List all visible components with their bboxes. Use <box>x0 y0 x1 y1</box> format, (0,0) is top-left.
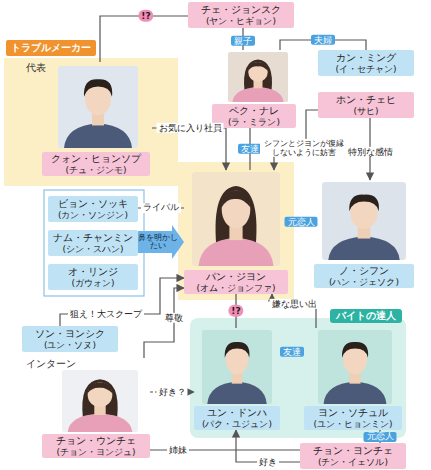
person-card: 代表クォン・ヒョンソプ(チュ・ジンモ) <box>22 62 152 176</box>
portrait <box>62 370 138 432</box>
portrait <box>228 52 288 102</box>
portrait <box>322 182 406 260</box>
actor-name: (カン・ソンジン) <box>51 210 135 220</box>
name-plate: チョン・ウンチェ(チョン・ヨンジュ) <box>42 434 150 458</box>
name-box: ナム・チャンミン(シン・スハン) <box>48 230 138 256</box>
connector <box>152 128 226 170</box>
teal-ground <box>190 318 406 438</box>
name-box: ビョン・ソッキ(カン・ソンジン) <box>48 196 138 222</box>
person-name: チョン・ウンチェ <box>45 435 147 447</box>
actor-name: (ヤン・ヒギョン) <box>191 16 291 26</box>
name-box: オ・リンジ(ガウォン) <box>48 264 138 290</box>
person-card: インターンチョン・ウンチェ(チョン・ヨンジュ) <box>22 358 150 458</box>
role-heading: インターン <box>26 358 76 370</box>
name-plate: ヨン・ソチュル(ユン・ヒョンミン) <box>304 406 402 430</box>
edge-label: 狙え！大スクープ <box>68 309 144 319</box>
tag-text: トラブルメーカー <box>10 42 92 54</box>
name-plate: パン・ジヨン(オム・ジョンファ) <box>184 270 288 294</box>
person-name: ユン・ドンハ <box>197 407 277 419</box>
actor-name: (チン・イェソル) <box>303 457 403 467</box>
edge-label: 元恋人 <box>285 217 318 227</box>
edge-label: ライバル <box>141 203 181 213</box>
actor-name: (イ・セチャン) <box>321 64 411 74</box>
edge-label: 嫌な思い出 <box>270 299 319 309</box>
portrait <box>192 172 280 266</box>
connector <box>144 288 184 358</box>
person-name: クォン・ヒョンソプ <box>45 153 147 165</box>
name-box: チェ・ジョンスク(ヤン・ヒギョン) <box>188 2 294 28</box>
edge-label: 好き <box>257 457 279 467</box>
name-plate: ペク・ナレ(ラ・ミラン) <box>212 104 296 128</box>
edge-label: シフンとジヨンが復縁しないように妨害 <box>260 139 348 157</box>
person-card: ヨン・ソチュル(ユン・ヒョンミン) <box>304 328 402 430</box>
actor-name: (ラ・ミラン) <box>215 117 293 127</box>
person-name: ノ・シフン <box>317 265 411 277</box>
actor-name: (チュ・ジンモ) <box>45 165 147 175</box>
edge-label: 好き？ <box>157 387 188 397</box>
actor-name: (シン・スハン) <box>51 244 135 254</box>
person-name: ヨン・ソチュル <box>307 407 399 419</box>
edge-label: 友達 <box>280 347 304 357</box>
edge-label: 親子 <box>231 36 255 46</box>
actor-name: (ガウォン) <box>51 278 135 288</box>
person-name: ホン・チェヒ <box>321 94 411 106</box>
person-name: カン・ミング <box>321 52 411 64</box>
person-card: ノ・シフン(ハン・ジェソク) <box>314 180 414 288</box>
edge-label: 友達 <box>238 144 262 154</box>
person-name: オ・リンジ <box>51 266 135 278</box>
name-plate: ノ・シフン(ハン・ジェソク) <box>314 264 414 288</box>
name-box: ホン・チェヒ(サヒ) <box>318 92 414 118</box>
name-plate: ユン・ドンハ(パク・ユジュン) <box>194 406 280 430</box>
actor-name: (サヒ) <box>321 106 411 116</box>
edge-label: お気に入り社員 <box>157 123 224 133</box>
person-card: ペク・ナレ(ラ・ミラン) <box>212 50 296 128</box>
category-tag: トラブルメーカー <box>6 40 96 56</box>
name-box: カン・ミング(イ・セチャン) <box>318 50 414 76</box>
group-outline <box>44 190 144 296</box>
actor-name: (ユン・ソヌ) <box>25 340 115 350</box>
person-name: ペク・ナレ <box>215 105 293 117</box>
name-plate: クォン・ヒョンソプ(チュ・ジンモ) <box>42 152 150 176</box>
portrait <box>318 330 392 404</box>
heart-mark: !? <box>138 10 153 22</box>
edge-label: 鼻を明かしたい <box>138 234 178 251</box>
person-name: ソン・ヨンシク <box>25 328 115 340</box>
name-box: チョン・ヨンチェ(チン・イェソル) <box>300 443 406 469</box>
heart-mark: !? <box>228 305 243 317</box>
edge-label: 特別な感情 <box>346 147 395 157</box>
person-card: ユン・ドンハ(パク・ユジュン) <box>194 328 280 430</box>
edge-label: 姉妹 <box>167 445 189 455</box>
region-tag: バイトの達人 <box>330 309 402 323</box>
edge-label: 夫婦 <box>311 35 335 45</box>
person-name: チェ・ジョンスク <box>191 4 291 16</box>
actor-name: (ユン・ヒョンミン) <box>307 419 399 429</box>
actor-name: (オム・ジョンファ) <box>187 283 285 293</box>
person-card: パン・ジヨン(オム・ジョンファ) <box>184 170 288 294</box>
name-box: ソン・ヨンシク(ユン・ソヌ) <box>22 326 118 352</box>
actor-name: (パク・ユジュン) <box>197 419 277 429</box>
actor-name: (ハン・ジェソク) <box>317 277 411 287</box>
actor-name: (チョン・ヨンジュ) <box>45 447 147 457</box>
edge-label: 尊敬 <box>163 313 185 323</box>
person-name: ビョン・ソッキ <box>51 198 135 210</box>
person-name: パン・ジヨン <box>187 271 285 283</box>
person-name: チョン・ヨンチェ <box>303 445 403 457</box>
edge-label: 元恋人 <box>364 432 397 442</box>
group-region: バイトの達人ユン・ドンハ(パク・ユジュン)ヨン・ソチュル(ユン・ヒョンミン) <box>190 318 406 438</box>
cream-ground <box>4 58 294 300</box>
portrait <box>58 66 138 148</box>
block-arrow <box>138 225 184 259</box>
person-name: ナム・チャンミン <box>51 232 135 244</box>
portrait <box>202 330 272 404</box>
role-heading: 代表 <box>26 62 46 74</box>
connector <box>100 16 188 62</box>
